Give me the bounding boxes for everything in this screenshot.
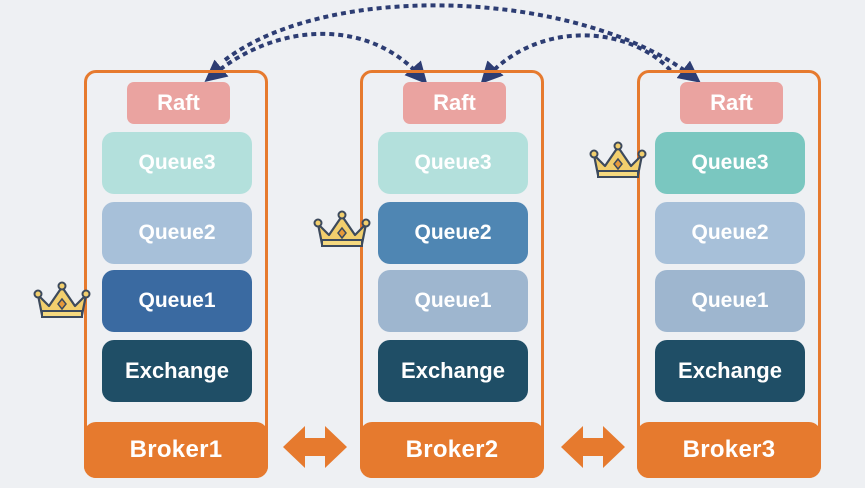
double-headed-arrow-icon (283, 426, 347, 468)
raft-box: Raft (680, 82, 783, 124)
queue3-replica: Queue3 (102, 132, 252, 194)
double-headed-arrow-icon (561, 426, 625, 468)
raft-link-broker1-broker2 (204, 31, 428, 85)
raft-box: Raft (127, 82, 230, 124)
queue2-replica: Queue2 (102, 202, 252, 264)
broker-3-container: Raft Queue3 Queue2 Queue1 Exchange Broke… (637, 70, 821, 478)
exchange-box: Exchange (378, 340, 528, 402)
broker-1-container: Raft Queue3 Queue2 Queue1 Exchange Broke… (84, 70, 268, 478)
broker-2-label: Broker2 (360, 422, 544, 478)
raft-link-broker1-broker3 (223, 3, 701, 83)
raft-link-broker2-broker3 (480, 33, 674, 85)
queue1-replica: Queue1 (655, 270, 805, 332)
broker-3-label: Broker3 (637, 422, 821, 478)
crown-icon (589, 141, 647, 178)
broker-2-container: Raft Queue3 Queue2 Queue1 Exchange Broke… (360, 70, 544, 478)
broker-1-label: Broker1 (84, 422, 268, 478)
queue3-leader: Queue3 (655, 132, 805, 194)
queue1-replica: Queue1 (378, 270, 528, 332)
exchange-box: Exchange (655, 340, 805, 402)
raft-box: Raft (403, 82, 506, 124)
queue2-replica: Queue2 (655, 202, 805, 264)
queue3-replica: Queue3 (378, 132, 528, 194)
exchange-box: Exchange (102, 340, 252, 402)
queue2-leader: Queue2 (378, 202, 528, 264)
queue1-leader: Queue1 (102, 270, 252, 332)
crown-icon (33, 281, 91, 318)
crown-icon (313, 210, 371, 247)
